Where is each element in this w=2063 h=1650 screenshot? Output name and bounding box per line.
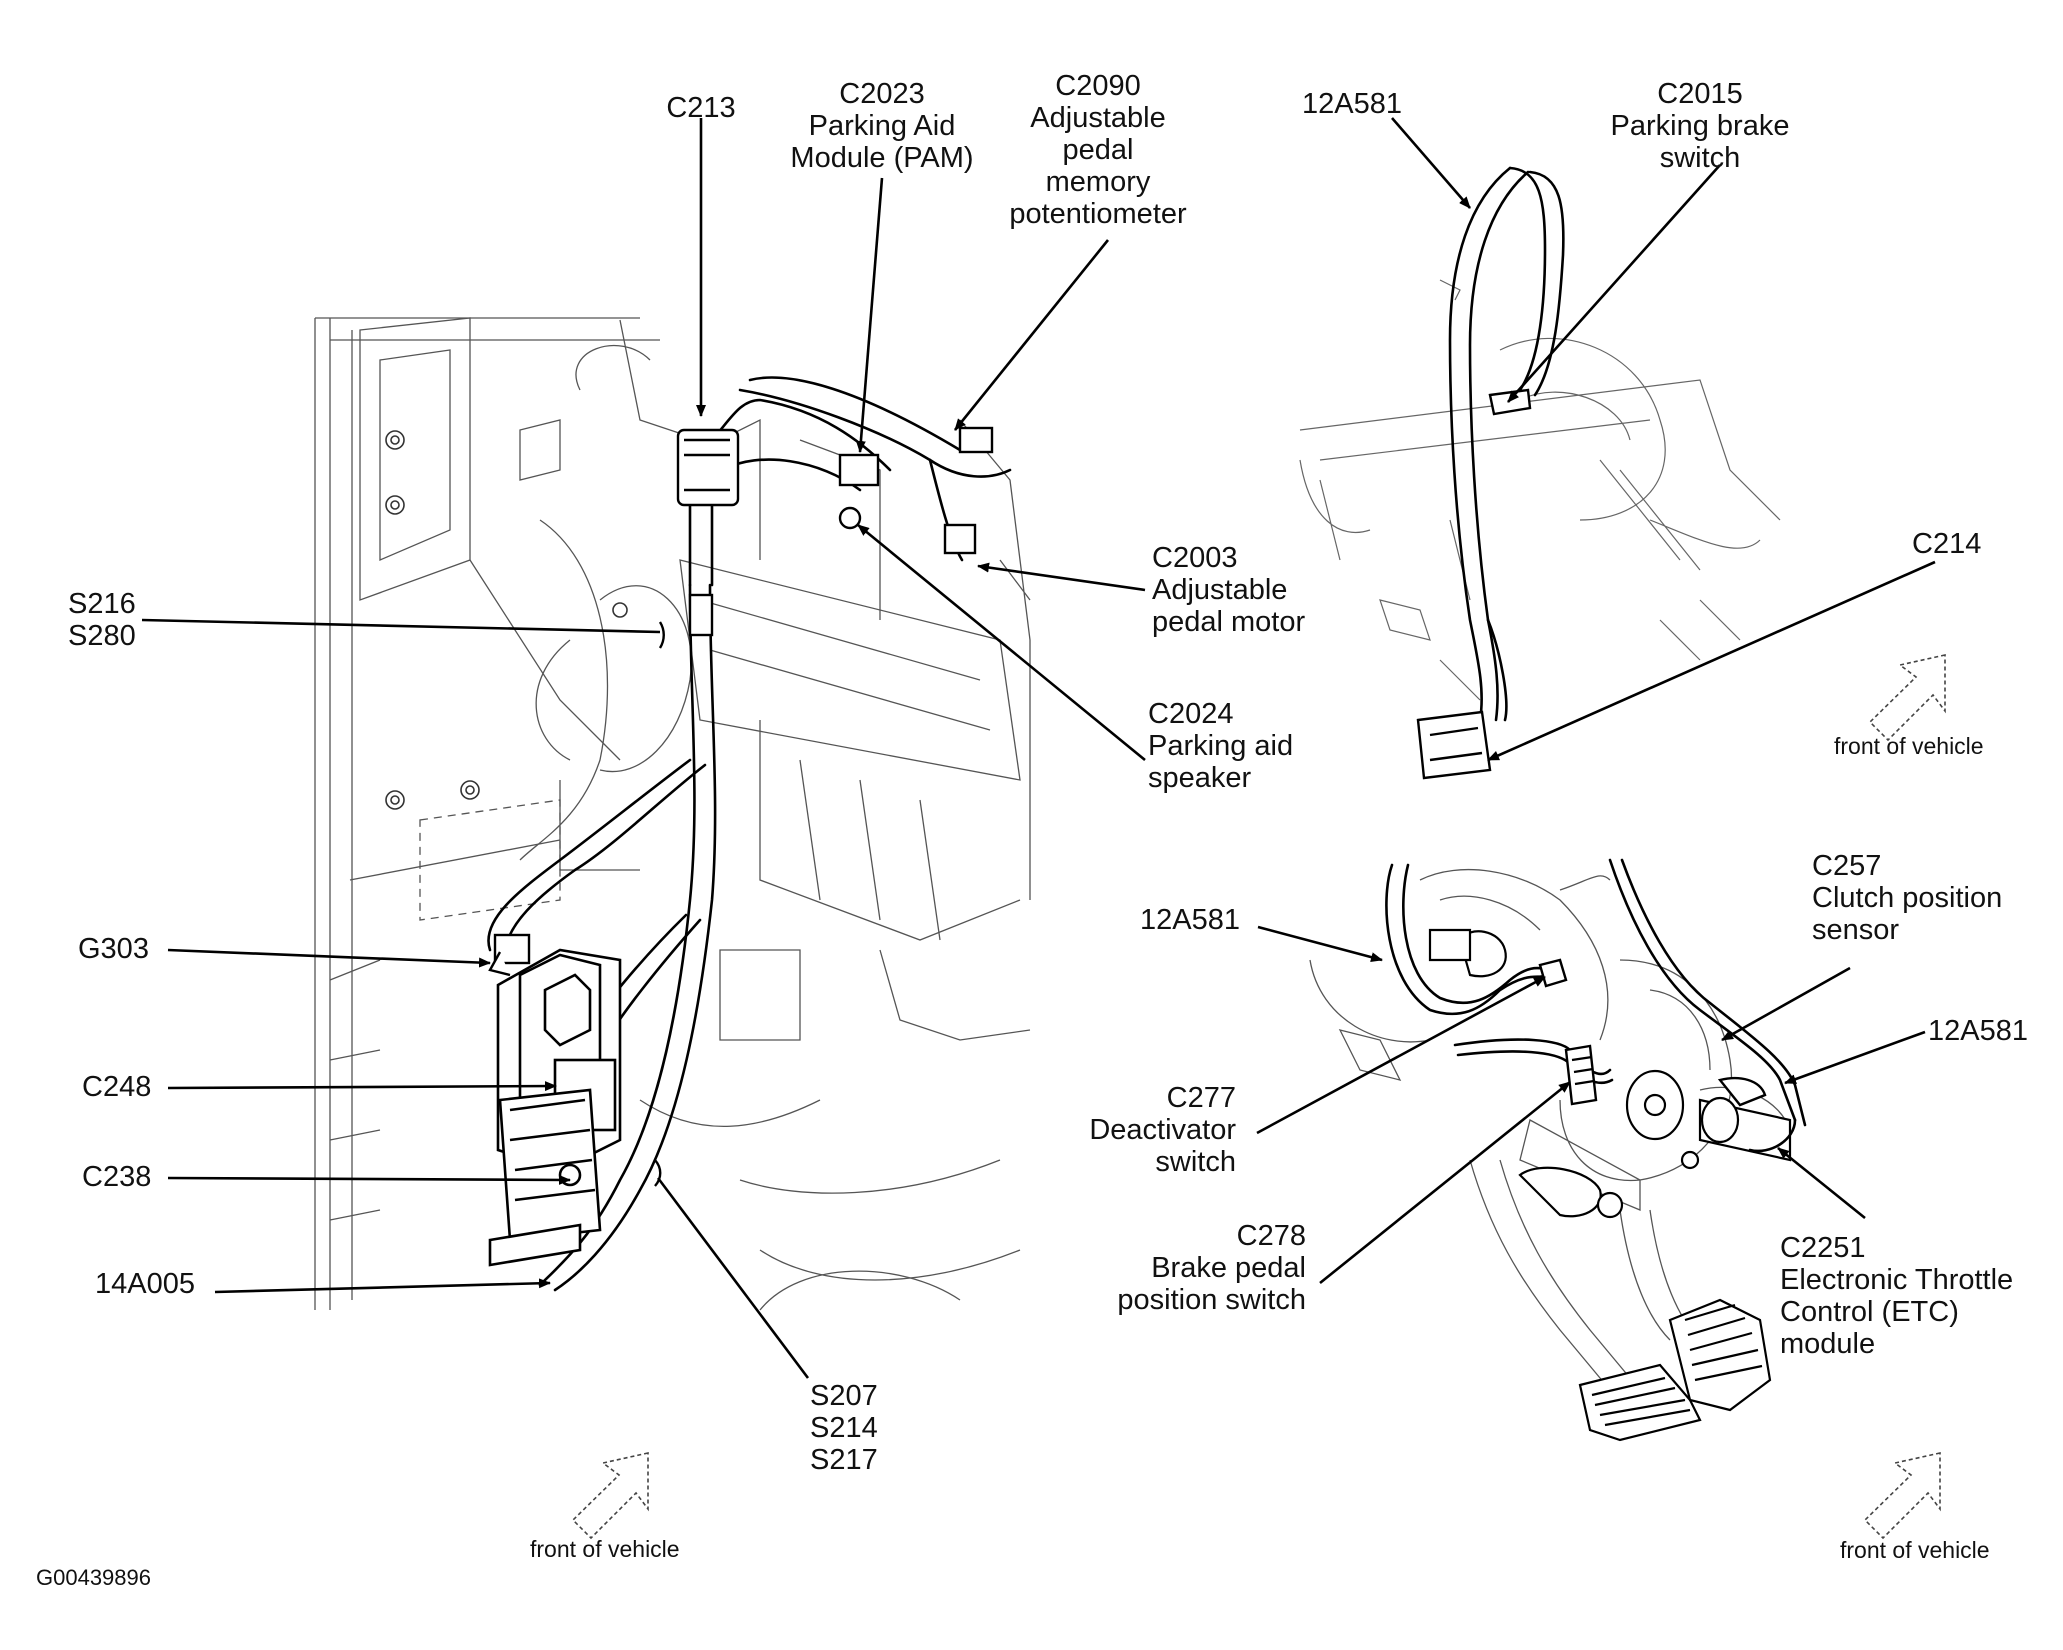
front-of-vehicle-label-top-right: front of vehicle — [1834, 733, 1984, 759]
callout-c2024-line1: Parking aid — [1148, 730, 1294, 762]
callout-s207: S207 — [810, 1380, 878, 1412]
callout-c238-line: C238 — [82, 1161, 152, 1193]
callout-c2023: C2023 Parking Aid Module (PAM) — [762, 78, 1002, 174]
callout-c2023-code: C2023 — [839, 78, 925, 110]
callout-s214: S214 — [810, 1412, 878, 1444]
left-view-fasteners — [385, 430, 628, 810]
callout-c2090-code: C2090 — [1055, 70, 1141, 102]
callout-14a005-line: 14A005 — [95, 1268, 195, 1300]
callout-c2003-line2: pedal motor — [1152, 606, 1306, 638]
callout-12a581-mid-line: 12A581 — [1140, 904, 1240, 936]
leader-lines — [141, 117, 1936, 1379]
callout-c278-line1: Brake pedal — [1151, 1252, 1306, 1284]
front-of-vehicle-arrows — [571, 654, 1946, 1540]
figure-id: G00439896 — [36, 1565, 151, 1590]
callout-c2024: C2024 Parking aid speaker — [1148, 698, 1293, 794]
callout-c278-line2: position switch — [1117, 1284, 1306, 1316]
callout-c2090-line1: Adjustable — [1030, 102, 1166, 134]
callout-c2251-line1: Electronic Throttle — [1780, 1264, 2014, 1296]
callout-c257-line2: sensor — [1812, 914, 1900, 946]
callout-c277-line1: Deactivator — [1089, 1114, 1236, 1146]
callout-c2024-line2: speaker — [1148, 762, 1252, 794]
callout-c2003-line1: Adjustable — [1152, 574, 1288, 606]
callout-g303: G303 — [78, 933, 149, 965]
callout-c2251-code: C2251 — [1780, 1232, 1866, 1264]
callout-c238: C238 — [82, 1161, 151, 1193]
callout-12a581-top-line: 12A581 — [1302, 88, 1402, 120]
callout-c2251: C2251 Electronic Throttle Control (ETC) … — [1780, 1232, 2013, 1360]
callout-s280: S280 — [68, 620, 136, 652]
callout-c214: C214 — [1912, 528, 1981, 560]
callout-c2090: C2090 Adjustable pedal memory potentiome… — [992, 70, 1204, 230]
callout-c213-line: C213 — [666, 92, 736, 124]
callout-g303-line: G303 — [78, 933, 149, 965]
callout-c2251-line3: module — [1780, 1328, 1876, 1360]
callout-c213: C213 — [640, 92, 762, 124]
callout-c257-code: C257 — [1812, 850, 1882, 882]
callout-c2090-line3: memory — [1045, 166, 1151, 198]
front-of-vehicle-label-left: front of vehicle — [530, 1536, 680, 1562]
front-of-vehicle-label-bottom-right: front of vehicle — [1840, 1537, 1990, 1563]
left-view-connectors — [488, 426, 994, 977]
callout-s216-s280: S216 S280 — [68, 588, 136, 652]
top-right-view-structure — [1299, 279, 1781, 701]
callout-c248: C248 — [82, 1071, 151, 1103]
callout-12a581-right: 12A581 — [1928, 1015, 2028, 1047]
bottom-right-view-pedals — [1428, 928, 1792, 1442]
callout-s207-s214-s217: S207 S214 S217 — [810, 1380, 878, 1476]
callout-c277-line2: switch — [1155, 1146, 1236, 1178]
callout-c2015: C2015 Parking brake switch — [1595, 78, 1805, 174]
callout-c257: C257 Clutch position sensor — [1812, 850, 2002, 946]
callout-s217: S217 — [810, 1444, 878, 1476]
left-view-module — [488, 948, 622, 1267]
callout-c2015-code: C2015 — [1657, 78, 1743, 110]
left-view-body-structure — [314, 317, 1031, 1311]
callout-c2024-code: C2024 — [1148, 698, 1234, 730]
callout-c277-code: C277 — [1166, 1082, 1236, 1114]
callout-s216: S216 — [68, 588, 136, 620]
callout-c2251-line2: Control (ETC) — [1780, 1296, 1959, 1328]
callout-c278-code: C278 — [1236, 1220, 1306, 1252]
callout-c214-line: C214 — [1912, 528, 1982, 560]
callout-12a581-top: 12A581 — [1302, 88, 1402, 120]
bottom-right-view-harness — [1385, 858, 1807, 1153]
callout-c2090-line4: potentiometer — [1009, 198, 1187, 230]
callout-c2015-line2: switch — [1659, 142, 1741, 174]
callout-c2003: C2003 Adjustable pedal motor — [1152, 542, 1305, 638]
top-right-view-connectors — [1416, 388, 1532, 780]
left-view-splices — [654, 621, 665, 1187]
callout-c2023-line2: Module (PAM) — [790, 142, 974, 174]
callout-12a581-right-line: 12A581 — [1928, 1015, 2028, 1047]
callout-c2023-line1: Parking Aid — [808, 110, 956, 142]
callout-12a581-mid: 12A581 — [1140, 904, 1240, 936]
callout-c2015-line1: Parking brake — [1610, 110, 1790, 142]
callout-c248-line: C248 — [82, 1071, 152, 1103]
callout-c277: C277 Deactivator switch — [1050, 1082, 1236, 1178]
callout-c2090-line2: pedal — [1062, 134, 1134, 166]
callout-c2003-code: C2003 — [1152, 542, 1238, 574]
bottom-right-view-connectors — [1538, 958, 1767, 1107]
callout-c257-line1: Clutch position — [1812, 882, 2003, 914]
callout-c278: C278 Brake pedal position switch — [1050, 1220, 1306, 1316]
top-right-view-harness — [1448, 166, 1565, 722]
callout-14a005: 14A005 — [95, 1268, 195, 1300]
